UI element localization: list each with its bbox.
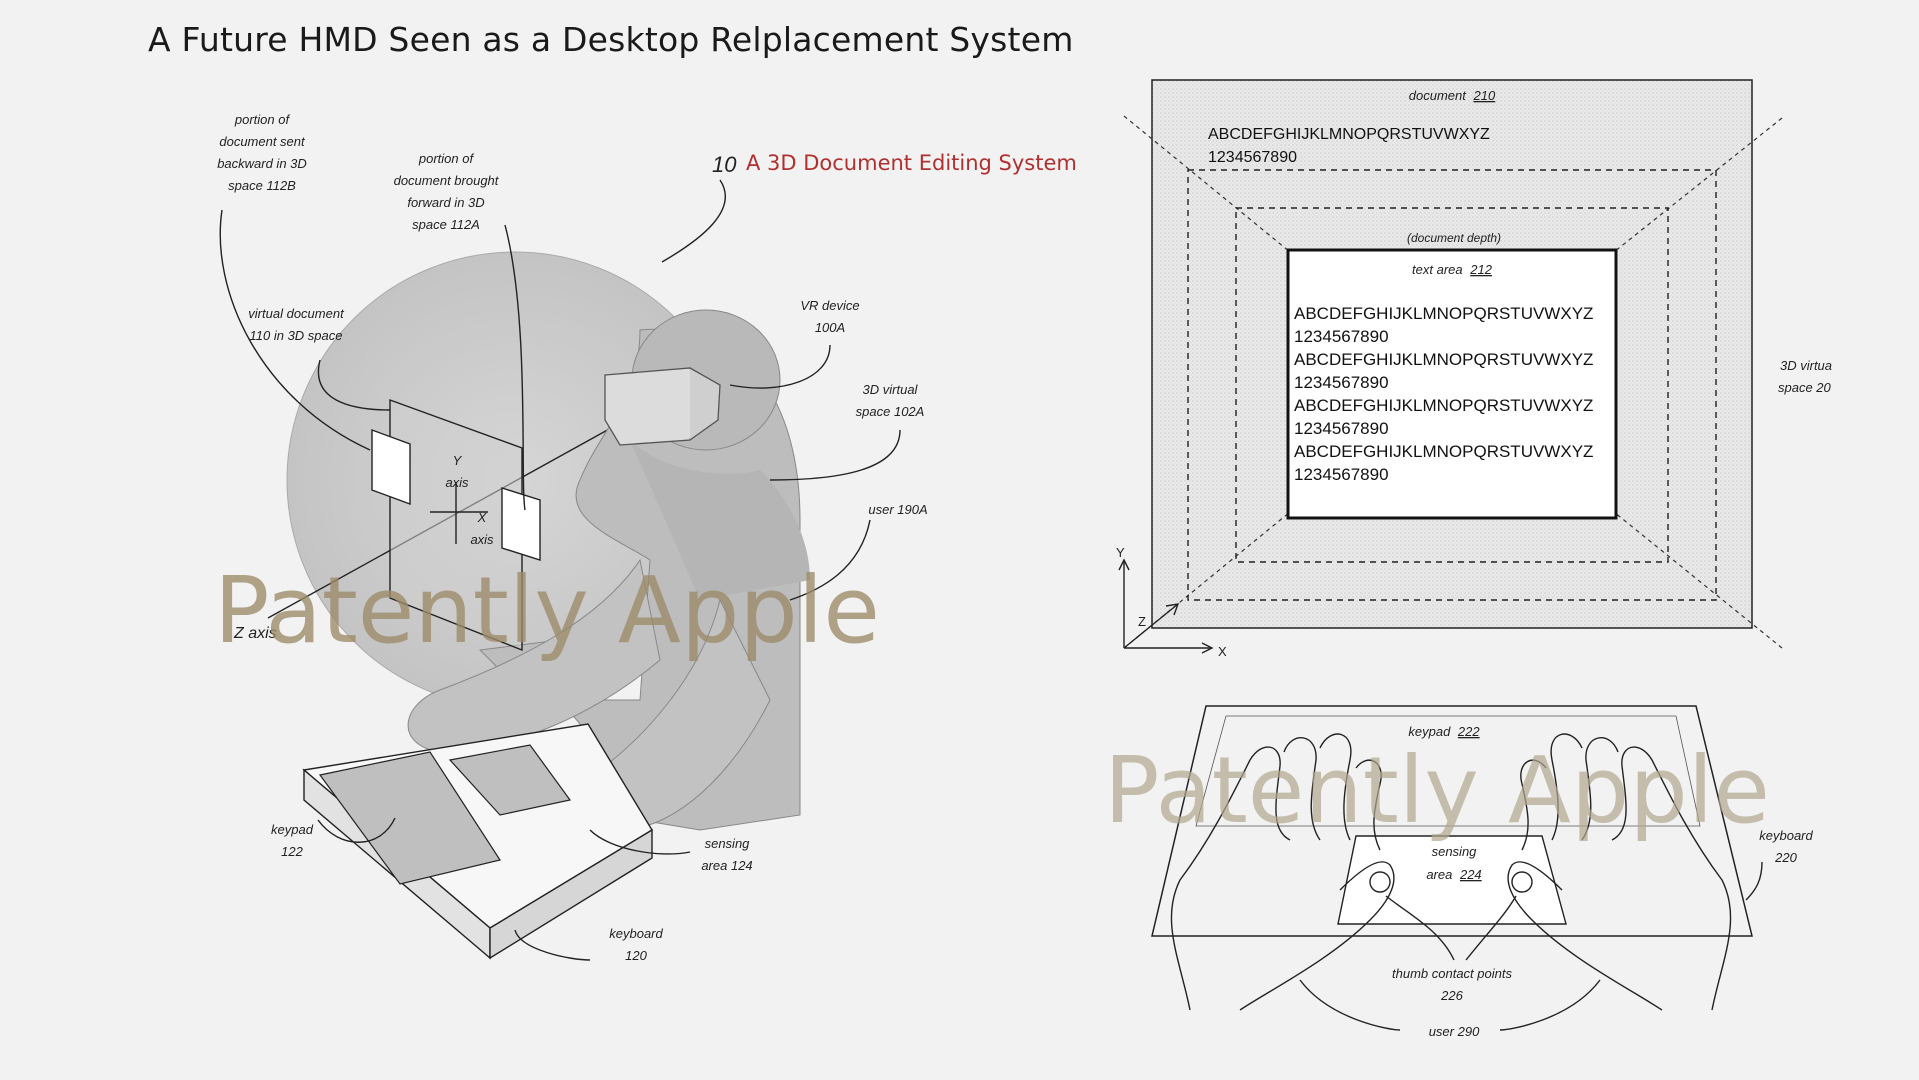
label-y-axis-1: Y	[453, 453, 463, 468]
text-area-line: ABCDEFGHIJKLMNOPQRSTUVWXYZ	[1294, 442, 1593, 461]
label-thumb-points-2: 226	[1440, 988, 1463, 1003]
right-hand	[1507, 733, 1732, 1011]
text-area-line: 1234567890	[1294, 373, 1389, 392]
label-y-axis-2: axis	[445, 475, 469, 490]
label-line: space 112A	[412, 217, 480, 232]
label-virtual-space-1: 3D virtual	[863, 382, 919, 397]
keypad-222-label: keypad 222	[1408, 724, 1480, 739]
label-line: portion of	[418, 151, 475, 166]
text-area-label: text area 212	[1412, 262, 1493, 277]
text-area-ref: 212	[1469, 262, 1492, 277]
text-area-lines: ABCDEFGHIJKLMNOPQRSTUVWXYZ 1234567890 AB…	[1294, 304, 1593, 484]
label-sent-backward: portion of document sent backward in 3D …	[217, 112, 307, 193]
label-x-axis-1: X	[477, 510, 488, 525]
axis-z-label: Z	[1138, 614, 1146, 629]
document-label-text: document	[1409, 88, 1467, 103]
left-figure: portion of document sent backward in 3D …	[214, 112, 1077, 963]
label-keypad-1: keypad	[271, 822, 314, 837]
sensing-label: sensing	[1432, 844, 1478, 859]
sensing-area-label: area 224	[1426, 867, 1481, 882]
axis-y-label: Y	[1116, 545, 1125, 560]
label-brought-forward: portion of document brought forward in 3…	[394, 151, 500, 232]
text-area-label-text: text area	[1412, 262, 1463, 277]
axis-x-label: X	[1218, 644, 1227, 659]
label-virtual-document-2: 110 in 3D space	[250, 328, 343, 343]
document-label: document 210	[1409, 88, 1496, 103]
label-virtual-space-2: space 102A	[856, 404, 925, 419]
text-area-line: 1234567890	[1294, 327, 1389, 346]
label-line: forward in 3D	[407, 195, 484, 210]
document-ref: 210	[1473, 88, 1496, 103]
text-area-line: ABCDEFGHIJKLMNOPQRSTUVWXYZ	[1294, 396, 1593, 415]
label-line: portion of	[234, 112, 291, 127]
label-line: space 112B	[228, 178, 296, 193]
document-depth-label: (document depth)	[1407, 231, 1501, 245]
label-line: backward in 3D	[217, 156, 307, 171]
keyboard-220	[1151, 705, 1753, 937]
label-sensing-area-2: area 124	[701, 858, 752, 873]
text-area-line: ABCDEFGHIJKLMNOPQRSTUVWXYZ	[1294, 304, 1593, 323]
label-sensing-area-1: sensing	[705, 836, 751, 851]
keypad-222-label-text: keypad	[1408, 724, 1451, 739]
top-right-figure: document 210 ABCDEFGHIJKLMNOPQRSTUVWXYZ …	[1116, 79, 1832, 659]
label-vr-device-2: 100A	[815, 320, 845, 335]
label-virtual-space-202-1: 3D virtua	[1780, 358, 1832, 373]
watermark-right: Patently Apple	[1104, 737, 1770, 844]
sensing-area-label-text: area	[1426, 867, 1452, 882]
label-thumb-points-1: thumb contact points	[1392, 966, 1512, 981]
user-figure	[407, 309, 810, 831]
text-area-212	[1286, 248, 1618, 520]
axes-indicator: Y Z X	[1116, 545, 1227, 659]
watermark-left: Patently Apple	[214, 557, 880, 664]
page-title: A Future HMD Seen as a Desktop Relplacem…	[148, 20, 1074, 59]
system-label: A 3D Document Editing System	[746, 151, 1077, 175]
label-user-190a: user 190A	[868, 502, 927, 517]
label-x-axis-2: axis	[470, 532, 494, 547]
label-line: document sent	[219, 134, 306, 149]
keypad-122	[318, 751, 501, 885]
label-keyboard-1: keyboard	[609, 926, 663, 941]
text-area-line: 1234567890	[1294, 465, 1389, 484]
document-portion-forward	[501, 487, 541, 561]
keyboard-120	[302, 723, 653, 960]
label-z-axis: Z axis	[233, 625, 277, 642]
bottom-right-figure: keypad 222 sensing area 224 keyboard 220…	[1104, 705, 1814, 1039]
ref-number-10: 10	[712, 152, 737, 177]
label-keyboard-220-2: 220	[1774, 850, 1797, 865]
sensing-area-124	[448, 744, 572, 816]
text-area-line: ABCDEFGHIJKLMNOPQRSTUVWXYZ	[1294, 350, 1593, 369]
doc-text-line-1: ABCDEFGHIJKLMNOPQRSTUVWXYZ	[1208, 126, 1490, 143]
left-hand	[1170, 733, 1395, 1011]
label-line: document brought	[394, 173, 500, 188]
document-portion-backward	[371, 428, 411, 506]
virtual-document	[371, 399, 541, 652]
keypad-222-ref: 222	[1457, 724, 1480, 739]
doc-text-line-2: 1234567890	[1208, 149, 1297, 166]
sensing-ref: 224	[1459, 867, 1482, 882]
label-keyboard-220-1: keyboard	[1759, 828, 1813, 843]
label-vr-device-1: VR device	[800, 298, 859, 313]
label-keypad-2: 122	[281, 844, 303, 859]
text-area-line: 1234567890	[1294, 419, 1389, 438]
label-virtual-space-202-2: space 20	[1778, 380, 1832, 395]
label-keyboard-2: 120	[625, 948, 647, 963]
label-virtual-document-1: virtual document	[248, 306, 345, 321]
label-user-290: user 290	[1429, 1024, 1480, 1039]
